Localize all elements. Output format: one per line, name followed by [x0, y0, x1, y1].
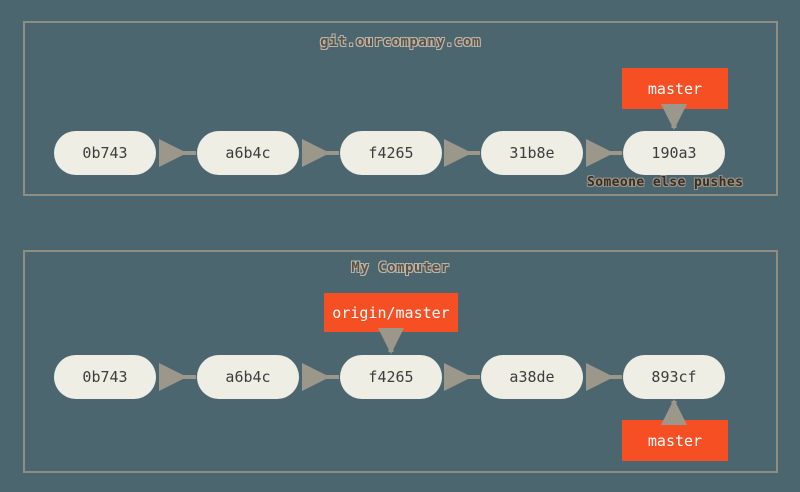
- panel-local: My Computer: [23, 250, 778, 473]
- commit-node[interactable]: 0b743: [54, 131, 156, 175]
- commit-node[interactable]: 893cf: [623, 355, 725, 399]
- commit-node[interactable]: a6b4c: [197, 131, 299, 175]
- commit-node[interactable]: a38de: [481, 355, 583, 399]
- commit-node[interactable]: f4265: [340, 131, 442, 175]
- panel-server: git.ourcompany.com: [23, 21, 778, 196]
- commit-node[interactable]: 31b8e: [481, 131, 583, 175]
- ref-label-master[interactable]: master: [622, 420, 728, 461]
- ref-label-origin-master[interactable]: origin/master: [324, 293, 458, 332]
- ref-label-master[interactable]: master: [622, 68, 728, 109]
- panel-server-title: git.ourcompany.com: [320, 34, 481, 50]
- commit-node[interactable]: f4265: [340, 355, 442, 399]
- annotation-someone-else-pushes: Someone else pushes: [587, 175, 744, 190]
- panel-local-title: My Computer: [351, 260, 450, 276]
- commit-node[interactable]: 0b743: [54, 355, 156, 399]
- commit-node[interactable]: 190a3: [623, 131, 725, 175]
- commit-node[interactable]: a6b4c: [197, 355, 299, 399]
